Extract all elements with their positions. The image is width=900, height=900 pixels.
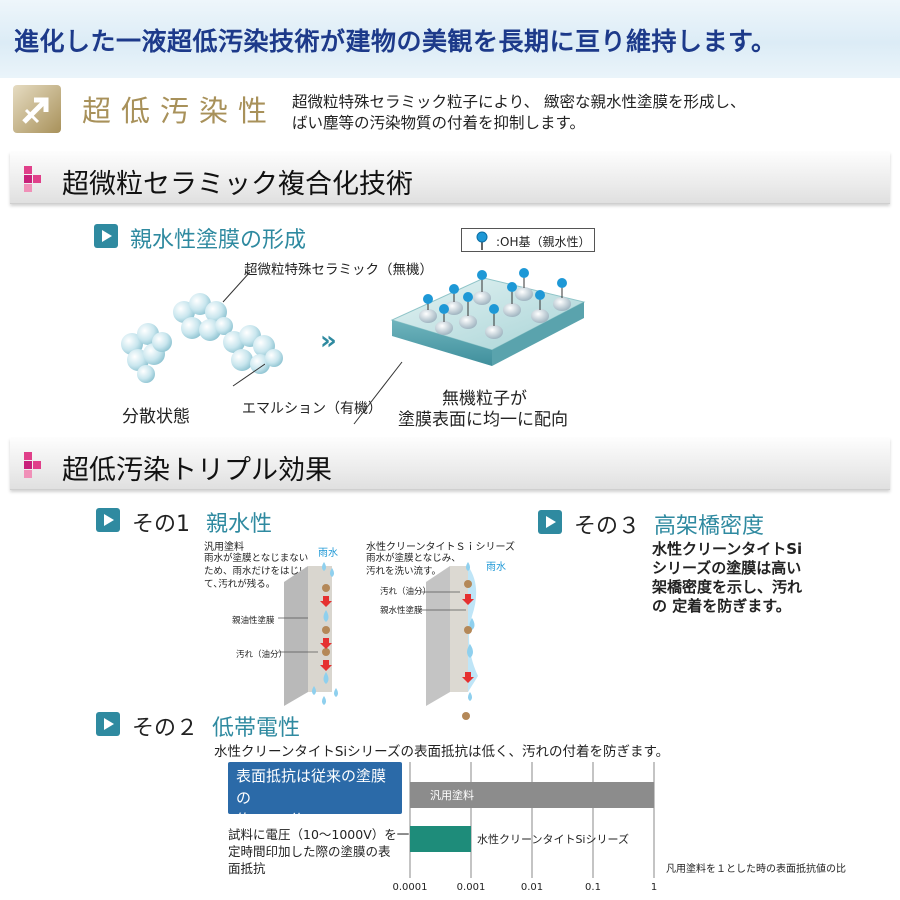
chevron-right-icon: » xyxy=(320,326,337,356)
chart-bar-label: 汎用塗料 xyxy=(430,788,474,802)
chart-tick-label: 0.1 xyxy=(585,882,601,893)
right-rain-label: 雨水 xyxy=(486,562,506,573)
left-diagram-desc: 雨水が塗膜となじまない ため、雨水だけをはじい て､汚れが残る。 xyxy=(204,552,309,591)
subheading-effect-1: その1 親水性 xyxy=(96,506,316,537)
general-paint-diagram xyxy=(278,562,338,706)
section-bar-triple-effect: 超低汚染トリプル効果 xyxy=(10,438,890,490)
play-icon xyxy=(96,508,120,532)
oh-legend: :OH基（親水性） xyxy=(461,228,595,252)
pink-block-icon xyxy=(24,166,41,192)
label-aligned-2: 塗膜表面に均一に配向 xyxy=(398,410,568,430)
chart-tick-label: 0.001 xyxy=(457,882,486,893)
coating-slab-illustration xyxy=(390,268,586,366)
callout-line: 約1000分の1 xyxy=(236,811,329,829)
effect-name: 低帯電性 xyxy=(212,716,301,741)
label-ceramic: 超微粒特殊セラミック（無機） xyxy=(244,262,433,278)
leader-lines xyxy=(222,271,265,387)
effect-name: 高架橋密度 xyxy=(654,514,765,539)
play-icon xyxy=(96,712,120,736)
measurement-note-line: 面抵抗 xyxy=(228,861,266,876)
chart-tick-label: 0.0001 xyxy=(393,882,428,893)
measurement-note-line: 試料に電圧（10～1000V）を一 xyxy=(228,827,410,842)
right-diagram-title: 水性クリーンタイトＳｉシリーズ xyxy=(366,542,515,553)
effect-name: 親水性 xyxy=(206,512,273,537)
left-diagram-desc-line: ため、雨水だけをはじい xyxy=(204,566,309,577)
label-emulsion: エマルション（有機） xyxy=(242,401,382,417)
chart-bar xyxy=(410,782,654,808)
effect-3-desc-line: 水性クリーンタイトSi xyxy=(652,540,803,558)
label-aligned-1: 無機粒子が xyxy=(442,389,527,409)
right-diagram-desc-line: 雨水が塗膜となじみ、 xyxy=(366,553,461,564)
dispersed-particles-illustration xyxy=(121,293,283,383)
chart-bar xyxy=(410,826,471,852)
oh-pin-icon xyxy=(476,231,488,250)
label-dispersed: 分散状態 xyxy=(122,407,190,427)
left-rain-label: 雨水 xyxy=(318,548,338,559)
low-pollution-desc-line: 超微粒特殊セラミック粒子により、 緻密な親水性塗膜を形成し、 xyxy=(292,93,746,111)
effect-number: その２ xyxy=(132,716,199,741)
subheading-effect-3: その３ 高架橋密度 xyxy=(538,508,798,539)
right-label-dirt: 汚れ（油分） xyxy=(380,587,432,597)
left-label-film: 親油性塗膜 xyxy=(232,616,275,626)
clean-tight-diagram xyxy=(420,562,478,720)
resistance-callout: 表面抵抗は従来の塗膜の 約1000分の1 xyxy=(228,762,402,829)
effect-3-desc-line: の 定着を防ぎます。 xyxy=(652,597,791,615)
measurement-note: 試料に電圧（10～1000V）を一 定時間印加した際の塗膜の表 面抵抗 xyxy=(228,826,409,877)
low-pollution-desc-line: ばい塵等の汚染物質の付着を抑制します。 xyxy=(292,114,585,132)
chart-tick-label: 0.01 xyxy=(521,882,543,893)
oh-legend-text: :OH基（親水性） xyxy=(496,235,591,249)
chart-note: 凡用塗料を１とした時の表面抵抗値の比 xyxy=(666,864,846,875)
callout-line: 表面抵抗は従来の塗膜の xyxy=(236,767,387,807)
left-diagram-desc-line: 雨水が塗膜となじまない xyxy=(204,553,309,564)
section-title: 超低汚染トリプル効果 xyxy=(62,455,332,486)
subheading-hydrophilic-film: 親水性塗膜の形成 xyxy=(94,222,354,253)
left-diagram-desc-line: て､汚れが残る。 xyxy=(204,579,276,590)
section-bar-ceramic: 超微粒セラミック複合化技術 xyxy=(10,152,890,204)
effect-number: その３ xyxy=(574,514,641,539)
effect-2-description: 水性クリーンタイトSiシリーズの表面抵抗は低く、汚れの付着を防ぎます。 xyxy=(214,744,670,760)
leader-line-slab xyxy=(353,361,403,425)
pink-block-icon xyxy=(24,452,41,478)
subheading-label: 親水性塗膜の形成 xyxy=(130,228,307,253)
header-banner: 進化した一液超低汚染技術が建物の美観を長期に亘り維持します。 xyxy=(0,0,900,78)
subheading-effect-2: その２ 低帯電性 xyxy=(96,710,336,741)
chart-bar-label: 水性クリーンタイトSiシリーズ xyxy=(477,832,629,846)
right-diagram-desc: 雨水が塗膜となじみ、 汚れを洗い流す。 xyxy=(366,552,461,578)
right-diagram-desc-line: 汚れを洗い流す。 xyxy=(366,566,442,577)
right-label-film: 親水性塗膜 xyxy=(380,606,423,616)
play-icon xyxy=(94,224,118,248)
chart-tick-label: 1 xyxy=(651,882,657,893)
effect-3-desc-line: シリーズの塗膜は高い xyxy=(652,559,802,577)
low-pollution-description: 超微粒特殊セラミック粒子により、 緻密な親水性塗膜を形成し、 ばい塵等の汚染物質… xyxy=(292,92,746,134)
left-label-dirt: 汚れ（油分） xyxy=(236,650,288,660)
effect-3-description: 水性クリーンタイトSi シリーズの塗膜は高い 架橋密度を示し、汚れ の 定着を防… xyxy=(652,540,802,616)
banner-title: 進化した一液超低汚染技術が建物の美観を長期に亘り維持します。 xyxy=(14,27,777,56)
effect-number: その1 xyxy=(132,512,190,537)
low-pollution-icon xyxy=(13,85,61,133)
low-pollution-title: 超低汚染性 xyxy=(82,94,278,128)
play-icon xyxy=(538,510,562,534)
measurement-note-line: 定時間印加した際の塗膜の表 xyxy=(228,844,391,859)
left-diagram-title: 汎用塗料 xyxy=(204,542,244,553)
effect-3-desc-line: 架橋密度を示し、汚れ xyxy=(652,578,803,596)
section-title: 超微粒セラミック複合化技術 xyxy=(62,169,413,200)
